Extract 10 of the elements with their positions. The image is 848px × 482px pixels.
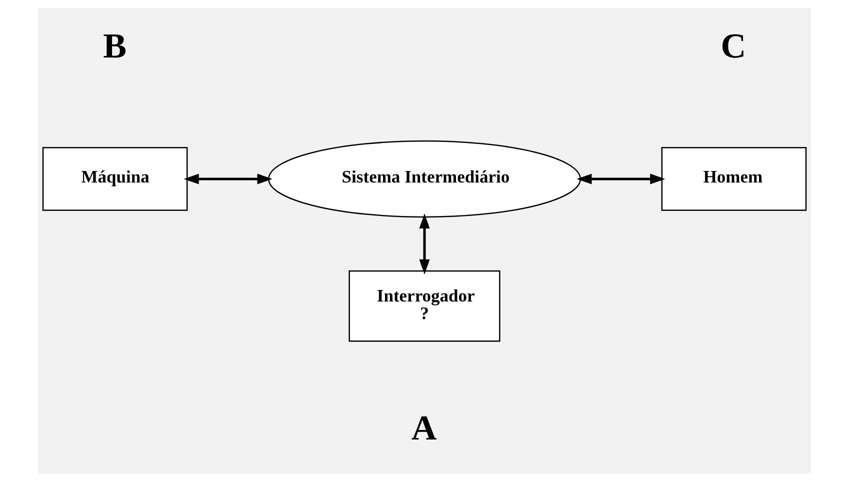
arrow	[418, 213, 430, 274]
arrow	[183, 174, 272, 184]
node-label: A	[410, 408, 436, 448]
node-label: C	[720, 26, 746, 66]
arrow	[576, 174, 665, 184]
node-box: Máquina	[42, 147, 188, 211]
node-ellipse: Sistema Intermediário	[268, 140, 580, 218]
node-box: Interrogador ?	[348, 270, 500, 342]
node-label: B	[102, 26, 126, 66]
node-box: Homem	[660, 147, 806, 211]
